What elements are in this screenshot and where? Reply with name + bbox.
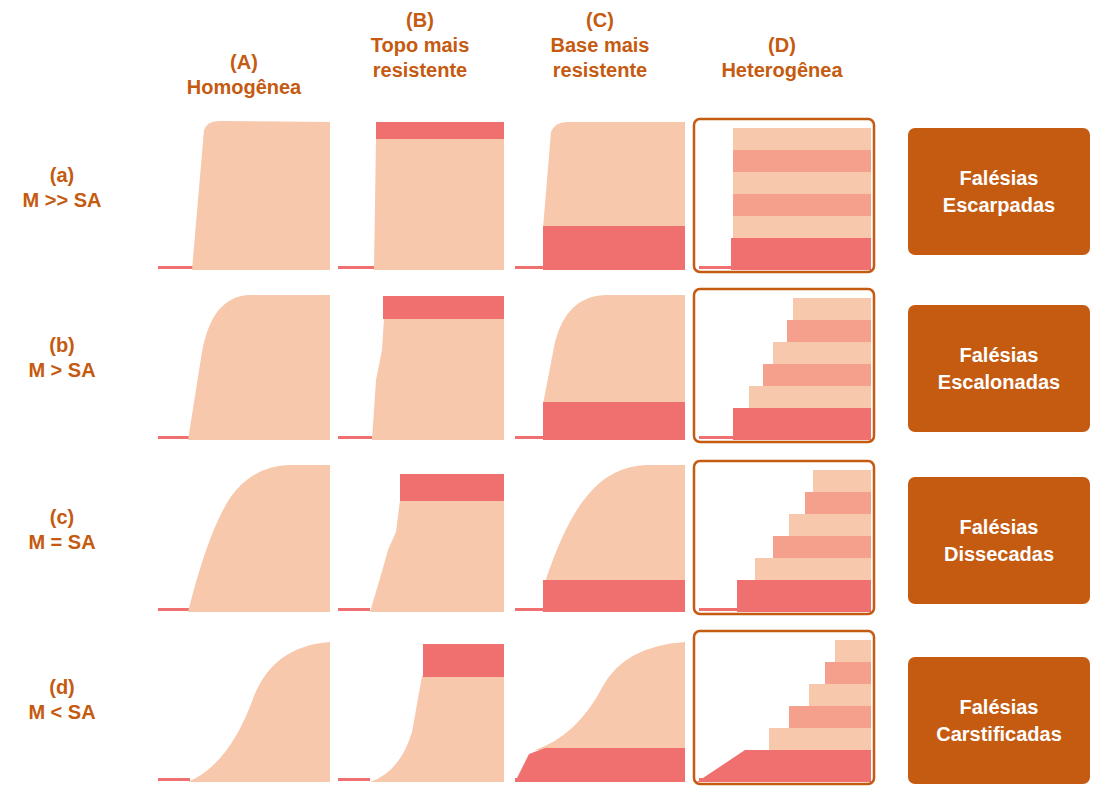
rock-stratum <box>773 536 871 558</box>
class-box: Falésias Carstificadas <box>908 657 1090 784</box>
column-letter: (B) <box>355 8 485 33</box>
cliff-profile <box>158 465 330 612</box>
cliff-profile <box>158 642 330 782</box>
class-name: Falésias Dissecadas <box>922 514 1076 568</box>
cliff-profile <box>515 122 685 270</box>
rock-stratum <box>733 128 871 150</box>
class-name: Falésias Escalonadas <box>922 342 1076 396</box>
class-name: Falésias Escarpadas <box>922 165 1076 219</box>
rock-stratum <box>733 408 871 440</box>
class-box: Falésias Dissecadas <box>908 477 1090 604</box>
rock-stratum <box>813 470 871 492</box>
row-letter: (a) <box>7 163 117 188</box>
rock-stratum <box>731 238 871 270</box>
rock-stratum <box>763 364 871 386</box>
highlight-frame <box>694 631 874 784</box>
row-letter: (d) <box>7 675 117 700</box>
strata-profile <box>694 631 874 784</box>
row-condition: M >> SA <box>7 188 117 213</box>
cliff-profile <box>338 296 504 440</box>
cliff-profile <box>158 121 330 270</box>
cliff-profile <box>515 465 685 612</box>
class-name: Falésias Carstificadas <box>922 694 1076 748</box>
column-letter: (C) <box>535 8 665 33</box>
cliff-profile <box>515 642 685 782</box>
highlight-frame <box>694 119 874 272</box>
class-box: Falésias Escarpadas <box>908 128 1090 255</box>
rock-stratum <box>773 342 871 364</box>
rock-stratum <box>789 706 871 728</box>
strata-profile <box>694 461 874 614</box>
column-title: Topo mais resistente <box>355 33 485 83</box>
highlight-frame <box>694 289 874 442</box>
rock-stratum <box>733 150 871 172</box>
rock-stratum <box>733 194 871 216</box>
highlight-frame <box>694 461 874 614</box>
rock-stratum <box>733 172 871 194</box>
rock-stratum <box>733 216 871 238</box>
column-title: Base mais resistente <box>535 33 665 83</box>
rock-stratum <box>769 728 871 750</box>
row-letter: (c) <box>7 505 117 530</box>
rock-stratum <box>789 514 871 536</box>
column-letter: (A) <box>159 50 329 75</box>
rock-stratum <box>787 320 871 342</box>
rock-stratum <box>805 492 871 514</box>
cliff-profile <box>338 122 504 270</box>
cliff-profile <box>158 295 330 440</box>
column-title: Homogênea <box>159 75 329 100</box>
rock-stratum <box>737 580 871 612</box>
rock-stratum <box>755 558 871 580</box>
rock-stratum <box>793 298 871 320</box>
shore-line <box>699 608 739 611</box>
class-box: Falésias Escalonadas <box>908 305 1090 432</box>
strata-profile <box>694 289 874 442</box>
rock-stratum <box>697 750 871 782</box>
row-condition: M > SA <box>7 358 117 383</box>
row-letter: (b) <box>7 333 117 358</box>
rock-stratum <box>749 386 871 408</box>
row-condition: M < SA <box>7 700 117 725</box>
rock-stratum <box>809 684 871 706</box>
cliff-profile <box>338 644 504 782</box>
rock-stratum <box>825 662 871 684</box>
rock-stratum <box>835 640 871 662</box>
column-title: Heterogênea <box>697 58 867 83</box>
cliff-profile <box>515 295 685 440</box>
column-letter: (D) <box>697 33 867 58</box>
cliff-profile <box>338 474 504 612</box>
strata-profile <box>694 119 874 272</box>
row-condition: M = SA <box>7 530 117 555</box>
